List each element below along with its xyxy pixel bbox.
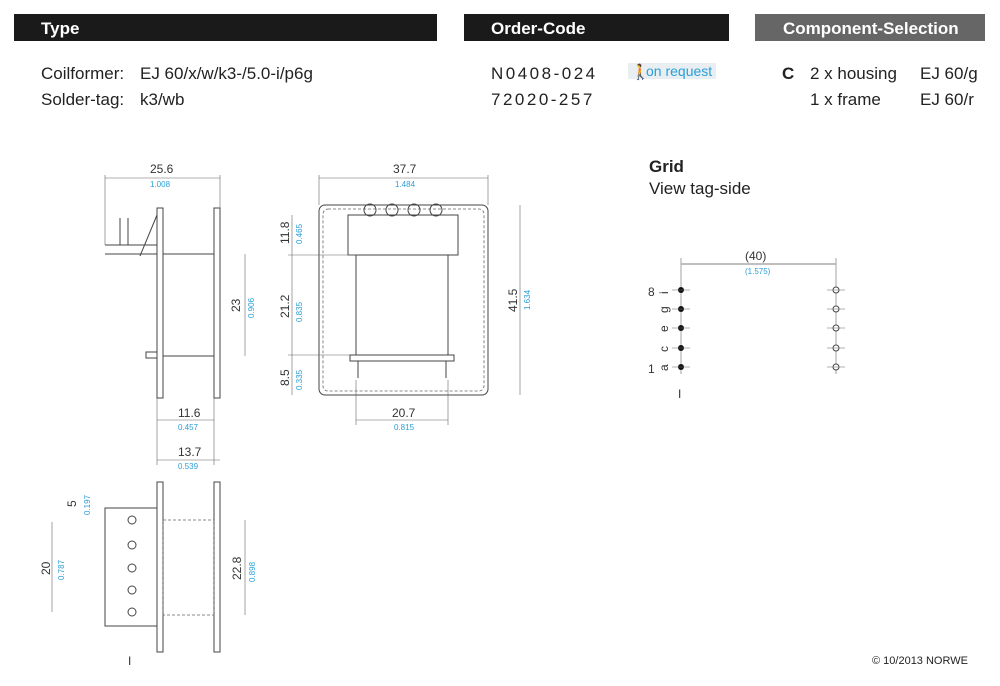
dim-25-6: 25.6	[150, 162, 174, 176]
dim-25-6-in: 1.008	[150, 180, 171, 189]
pin-number-1: 1	[648, 362, 655, 376]
dim-22-8-in: 0.898	[248, 561, 257, 582]
grid-subtitle: View tag-side	[649, 179, 751, 198]
orientation-marker: I	[128, 654, 131, 668]
solder-tag-value: k3/wb	[140, 90, 185, 109]
dim-11-8-in: 0.465	[295, 223, 304, 244]
grid-marker: I	[678, 387, 681, 401]
on-request-label: on request	[646, 63, 713, 79]
pin-letter-c: c	[657, 346, 671, 352]
component-letter: C	[782, 64, 795, 83]
solder-tag-label: Solder-tag:	[41, 90, 125, 109]
pin-letter-i: i	[657, 291, 671, 294]
dim-13-7: 13.7	[178, 445, 202, 459]
component-qty-1: 2 x housing	[810, 64, 897, 83]
dim-20-in: 0.787	[57, 559, 66, 580]
dim-5: 5	[65, 500, 79, 507]
on-request-badge[interactable]: 🚶on request	[628, 63, 717, 81]
dim-37-7: 37.7	[393, 162, 417, 176]
dim-41-5-in: 1.634	[523, 289, 532, 310]
pin-letter-a: a	[657, 364, 671, 371]
order-code-header: Order-Code	[464, 14, 729, 41]
pin-letter-g: g	[657, 306, 671, 313]
order-code-2: 72020-257	[491, 90, 595, 109]
dim-22-8: 22.8	[230, 556, 244, 580]
component-part-2: EJ 60/r	[920, 90, 974, 109]
dim-11-6-in: 0.457	[178, 423, 199, 432]
dim-20-7-in: 0.815	[394, 423, 415, 432]
dim-5-in: 0.197	[83, 494, 92, 515]
coilformer-label: Coilformer:	[41, 64, 125, 83]
dim-21-2-in: 0.835	[295, 301, 304, 322]
coilformer-value: EJ 60/x/w/k3-/5.0-i/p6g	[140, 64, 313, 83]
dim-37-7-in: 1.484	[395, 180, 416, 189]
component-part-1: EJ 60/g	[920, 64, 978, 83]
dim-8-5: 8.5	[278, 369, 292, 386]
dim-21-2: 21.2	[278, 294, 292, 318]
pin-letter-e: e	[657, 325, 671, 332]
grid-drawing: (40) (1.575) 8 1 i g e c a I	[648, 249, 845, 401]
dim-20-7: 20.7	[392, 406, 416, 420]
dim-41-5: 41.5	[506, 288, 520, 312]
grid-dim: (40)	[745, 249, 766, 263]
copyright: © 10/2013 NORWE	[872, 655, 968, 667]
dim-11-8: 11.8	[278, 221, 292, 244]
person-icon: 🚶	[631, 64, 650, 81]
bottom-view-drawing: 20 0.787 5 0.197 22.8 0.898 I	[39, 481, 257, 668]
type-header: Type	[14, 14, 437, 41]
side-view-drawing: 25.6 1.008 23 0.906 11.6 0.457 13.7 0.53…	[104, 162, 256, 471]
dim-8-5-in: 0.335	[295, 369, 304, 390]
component-qty-2: 1 x frame	[810, 90, 881, 109]
dim-23-in: 0.906	[247, 297, 256, 318]
pin-number-8: 8	[648, 285, 655, 299]
order-code-1: N0408-024	[491, 64, 598, 83]
dim-20: 20	[39, 561, 53, 575]
grid-title: Grid	[649, 157, 684, 176]
grid-dim-in: (1.575)	[745, 267, 771, 276]
dim-11-6: 11.6	[178, 406, 201, 420]
dim-23: 23	[229, 298, 243, 312]
component-selection-header: Component-Selection	[755, 14, 985, 41]
dim-13-7-in: 0.539	[178, 462, 199, 471]
front-view-drawing: 37.7 1.484 41.5 1.634 11.8 0.465 21.2 0.…	[278, 162, 532, 432]
